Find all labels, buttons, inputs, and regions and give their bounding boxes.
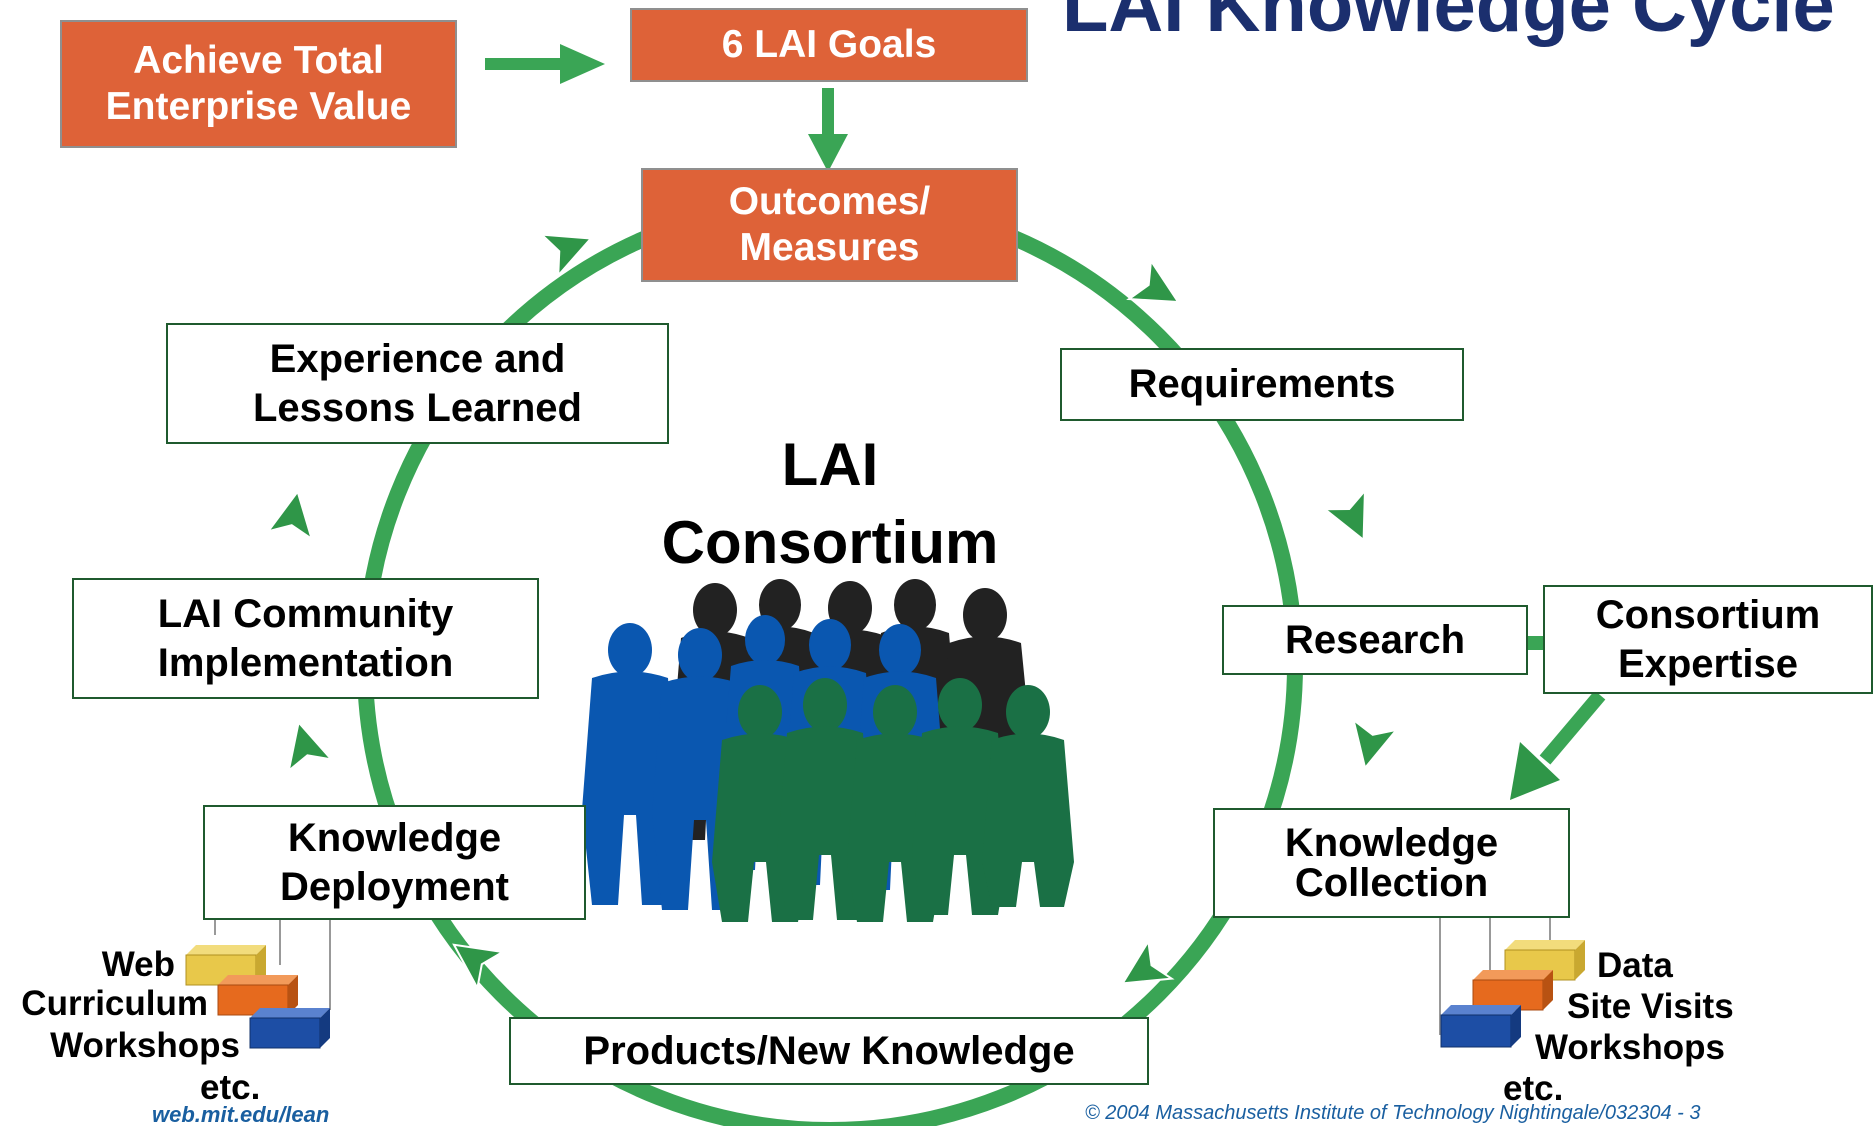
requirements-box: Requirements bbox=[1060, 348, 1464, 421]
enterprise-value-box: Achieve Total Enterprise Value bbox=[60, 20, 457, 148]
collection-source-site-visits: Site Visits bbox=[1567, 987, 1734, 1026]
experience-box: Experience and Lessons Learned bbox=[166, 323, 669, 444]
collection-line2: Collection bbox=[1294, 861, 1489, 905]
collection-line1: Knowledge bbox=[1284, 821, 1499, 865]
footer-copyright: © 2004 Massachusetts Institute of Techno… bbox=[1085, 1102, 1701, 1124]
collection-stack-icon bbox=[1440, 940, 1585, 1048]
experience-line1: Experience and bbox=[269, 336, 566, 381]
requirements-label: Requirements bbox=[1128, 362, 1396, 407]
cycle-arrow-icon bbox=[1351, 717, 1400, 771]
knowledge-deployment-box: Knowledge Deployment bbox=[203, 805, 586, 920]
cycle-arrow-icon bbox=[452, 943, 506, 991]
expertise-line1: Consortium bbox=[1595, 592, 1821, 637]
deployment-line2: Deployment bbox=[280, 864, 509, 909]
community-implementation-box: LAI Community Implementation bbox=[72, 578, 539, 699]
lai-goals-box: 6 LAI Goals bbox=[630, 8, 1028, 82]
research-box: Research bbox=[1222, 605, 1528, 675]
cycle-arrow-icon bbox=[265, 489, 314, 542]
center-label-line1: LAI bbox=[781, 431, 879, 498]
community-line2: Implementation bbox=[157, 640, 454, 685]
collection-source-data: Data bbox=[1597, 946, 1673, 985]
collection-source-workshops: Workshops bbox=[1535, 1028, 1725, 1067]
deployment-channel-etc: etc. bbox=[200, 1068, 261, 1107]
experience-line2: Lessons Learned bbox=[252, 385, 582, 430]
consortium-people-icon bbox=[582, 579, 1074, 922]
lai-goals-label: 6 LAI Goals bbox=[721, 22, 937, 66]
cycle-arrow-icon bbox=[1126, 258, 1181, 304]
knowledge-collection-box: Knowledge Collection bbox=[1213, 808, 1570, 918]
center-label-line2: Consortium bbox=[661, 509, 999, 576]
community-line1: LAI Community bbox=[157, 591, 454, 636]
cycle-arrow-icon bbox=[1322, 487, 1367, 542]
products-label: Products/New Knowledge bbox=[583, 1028, 1075, 1073]
arrow-down-left-icon bbox=[1510, 742, 1560, 800]
consortium-expertise-box: Consortium Expertise bbox=[1543, 585, 1873, 694]
outcomes-line1: Outcomes/ bbox=[728, 179, 931, 223]
cycle-direction-arrows bbox=[265, 233, 1400, 991]
deployment-channel-workshops: Workshops bbox=[50, 1026, 240, 1065]
outcomes-measures-box: Outcomes/ Measures bbox=[641, 168, 1018, 282]
outcomes-line2: Measures bbox=[739, 226, 920, 269]
expertise-line2: Expertise bbox=[1617, 641, 1799, 686]
arrow-right-icon bbox=[560, 44, 605, 84]
deployment-channel-web: Web bbox=[101, 945, 175, 984]
deployment-channel-curriculum: Curriculum bbox=[21, 984, 208, 1023]
diagram-title: LAI Knowledge Cycle bbox=[1062, 0, 1835, 48]
footer-url: web.mit.edu/lean bbox=[152, 1102, 330, 1127]
expertise-to-collection-connector bbox=[1510, 690, 1606, 800]
deployment-line1: Knowledge bbox=[287, 815, 502, 860]
arrow-down-icon bbox=[808, 134, 848, 172]
collection-source-etc: etc. bbox=[1503, 1069, 1564, 1108]
deployment-stack-icon bbox=[185, 945, 330, 1049]
products-box: Products/New Knowledge bbox=[509, 1017, 1149, 1085]
top-connectors bbox=[485, 44, 848, 172]
cycle-arrow-icon bbox=[1120, 938, 1175, 985]
stack-connectors bbox=[214, 915, 1551, 1035]
enterprise-value-line1: Achieve Total bbox=[133, 38, 384, 82]
research-label: Research bbox=[1284, 617, 1466, 662]
cycle-arrow-icon bbox=[539, 233, 593, 279]
enterprise-value-line2: Enterprise Value bbox=[105, 85, 412, 128]
cycle-arrow-icon bbox=[287, 720, 334, 774]
